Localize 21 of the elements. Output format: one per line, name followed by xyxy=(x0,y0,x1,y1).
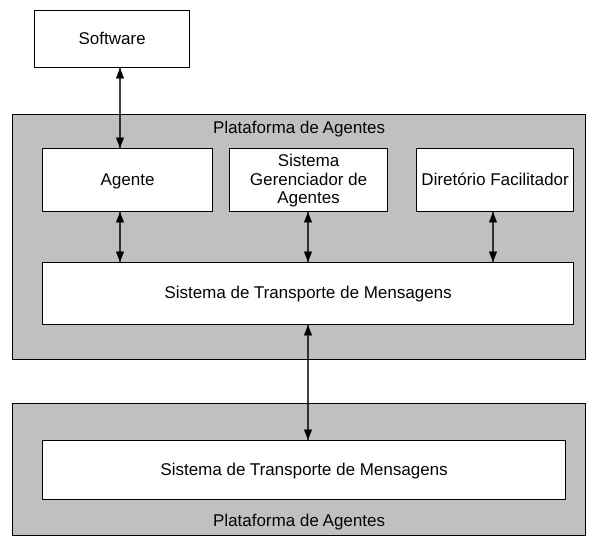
component-box xyxy=(42,440,566,500)
box-label: Software xyxy=(78,30,146,48)
component-box xyxy=(42,148,213,212)
box-label: Diretório Facilitador xyxy=(421,170,569,190)
platform-panel xyxy=(12,403,586,536)
box-label: Sistema de Transporte de Mensagens xyxy=(164,284,452,303)
box-label: Agente xyxy=(100,170,154,190)
arrow xyxy=(304,325,312,440)
arrow xyxy=(116,68,124,148)
panel-title: Plataforma de Agentes xyxy=(212,119,385,138)
arrow xyxy=(116,212,124,262)
box-label: Sistema Gerenciador de Agentes xyxy=(248,152,368,208)
box-label: Sistema de Transporte de Mensagens xyxy=(160,460,448,480)
platform-panel xyxy=(12,114,586,360)
component-box xyxy=(416,148,574,212)
arrow xyxy=(304,212,312,262)
component-box xyxy=(229,148,388,212)
panel-title: Plataforma de Agentes xyxy=(212,512,385,531)
component-box xyxy=(34,10,190,68)
component-box xyxy=(42,262,574,325)
arrow xyxy=(488,212,498,262)
